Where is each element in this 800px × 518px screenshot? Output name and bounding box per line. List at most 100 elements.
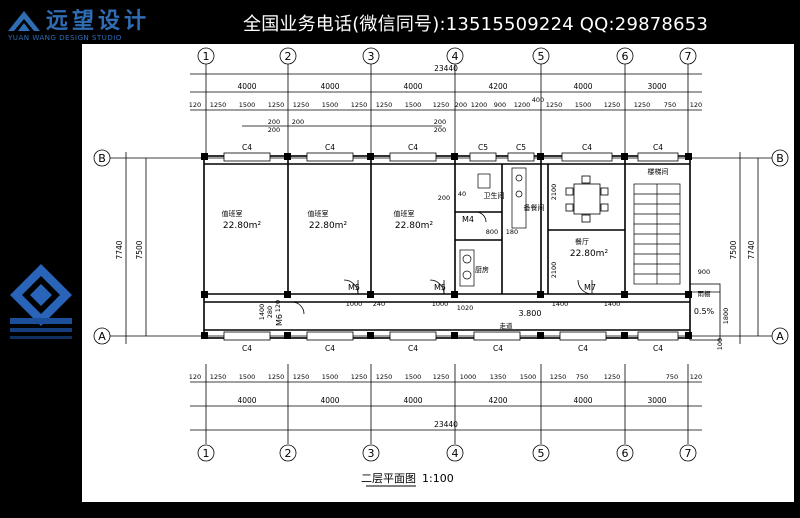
top-sub-dim: 1500 [322,101,339,109]
window-tag: C4 [325,143,335,152]
axis-label-4-bottom: 4 [452,447,459,460]
hotline-text: 全国业务电话(微信同号):13515509224 QQ:29878653 [243,14,709,35]
axis-label-B-left: B [98,152,106,165]
bay-dim-2: 4000 [320,82,339,91]
window-tag: C4 [408,344,418,353]
bay-dim-5: 4000 [573,82,592,91]
room-area: 22.80m² [223,221,262,231]
axis-label-1: 1 [203,50,210,63]
side-logo-mark [10,264,72,339]
top-sub-dim: 1500 [239,101,256,109]
top-sub-dim: 750 [664,101,676,109]
bottom-sub-dim: 750 [576,373,588,381]
misc-dim: 1400 [258,304,266,321]
axis-label-A-left: A [98,330,106,343]
top-sub-dim: 400 [532,96,544,104]
door-tag: M5 [434,283,446,292]
top-sub-dim: 1200 [514,101,531,109]
top-sub-dim: 1250 [210,101,227,109]
axis-label-3: 3 [368,50,375,63]
room-name: 值班室 [222,209,243,218]
misc-dim: 40 [458,190,466,198]
top-sub-dim: 1200 [471,101,488,109]
elevation-mark: 3.800 [519,309,542,318]
kitchen-fixtures [459,167,527,287]
top-sub-dim: 1250 [634,101,651,109]
bay-dim-6: 3000 [647,82,666,91]
bottom-sub-dim: 1250 [293,373,310,381]
floor-plan-svg: 1 2 3 4 5 6 7 1 2 3 4 5 6 7 B A B A [93,47,789,487]
window-tag: C5 [516,143,526,152]
top-sub-dim: 1250 [604,101,621,109]
structural-columns [201,153,692,339]
bottom-sub-dim: 120 [690,373,702,381]
room-name: 餐厅 [575,237,589,246]
drawing-scale: 1:100 [422,472,454,485]
window-tag: C4 [242,143,252,152]
misc-dim: 240 [373,300,385,308]
bay-dim-2-bottom: 4000 [320,396,339,405]
bottom-sub-dim: 1250 [268,373,285,381]
top-sub-dim: 1250 [293,101,310,109]
room-name: 厨房 [475,265,489,274]
top-sub-dim: 1250 [351,101,368,109]
top-sub-dim: 1250 [268,101,285,109]
window-tag: C4 [242,344,252,353]
misc-dim: 180 [506,228,518,236]
bay-dim-6-bottom: 3000 [647,396,666,405]
bottom-sub-dim: 1250 [604,373,621,381]
bottom-sub-dim: 1000 [460,373,477,381]
bottom-sub-dim: 1500 [322,373,339,381]
staircase [633,183,681,285]
bottom-sub-dim: 1500 [520,373,537,381]
misc-dim: 100 [716,338,724,350]
dining-table [565,175,609,223]
window-tag: C4 [582,143,592,152]
window-tag: C4 [493,344,503,353]
door-tag: M7 [584,283,596,292]
misc-dim: 120 [274,300,282,312]
bay-dim-4-bottom: 4200 [488,396,507,405]
top-sub-dim: 1250 [376,101,393,109]
bottom-sub-dim: 1500 [239,373,256,381]
room-name: 卫生间 [484,191,505,200]
logo-english: YUAN WANG DESIGN STUDIO [7,33,122,42]
bottom-sub-dim: 1250 [210,373,227,381]
misc-dim: 800 [486,228,498,236]
total-width-bottom: 23440 [434,420,458,429]
top-small-dim: 200 [292,118,304,126]
logo-mark-outer [8,11,40,31]
misc-dim: 200 [438,194,450,202]
door-tag: M6 [275,314,284,326]
bay-dim-5-bottom: 4000 [573,396,592,405]
bay-dim-3-bottom: 4000 [403,396,422,405]
misc-dim: 1400 [604,300,621,308]
door-tag: M5 [348,283,360,292]
axis-label-2-bottom: 2 [285,447,292,460]
room-name: 楼梯间 [648,167,669,176]
bottom-sub-dim: 750 [666,373,678,381]
bottom-sub-dim: 1250 [550,373,567,381]
axis-label-5: 5 [538,50,545,63]
axis-label-6: 6 [622,50,629,63]
window-tag: C4 [408,143,418,152]
misc-dim: 2100 [550,262,558,279]
top-small-dim: 200 [434,126,446,134]
misc-dim: 1800 [722,308,730,325]
slope-mark: 0.5% [694,307,715,316]
axis-label-4: 4 [452,50,459,63]
depth-outer-left: 7740 [115,240,124,259]
axis-label-B-right: B [776,152,784,165]
window-tag: C5 [478,143,488,152]
misc-dim: 1000 [432,300,449,308]
room-name: 值班室 [308,209,329,218]
bottom-sub-dim: 1350 [490,373,507,381]
axis-label-5-bottom: 5 [538,447,545,460]
bottom-sub-dim: 120 [189,373,201,381]
axis-label-1-bottom: 1 [203,447,210,460]
misc-dim: 1400 [552,300,569,308]
depth-inner-right: 7500 [729,240,738,259]
top-small-dim: 200 [268,126,280,134]
room-area: 22.80m² [309,221,348,231]
right-border [794,44,800,502]
